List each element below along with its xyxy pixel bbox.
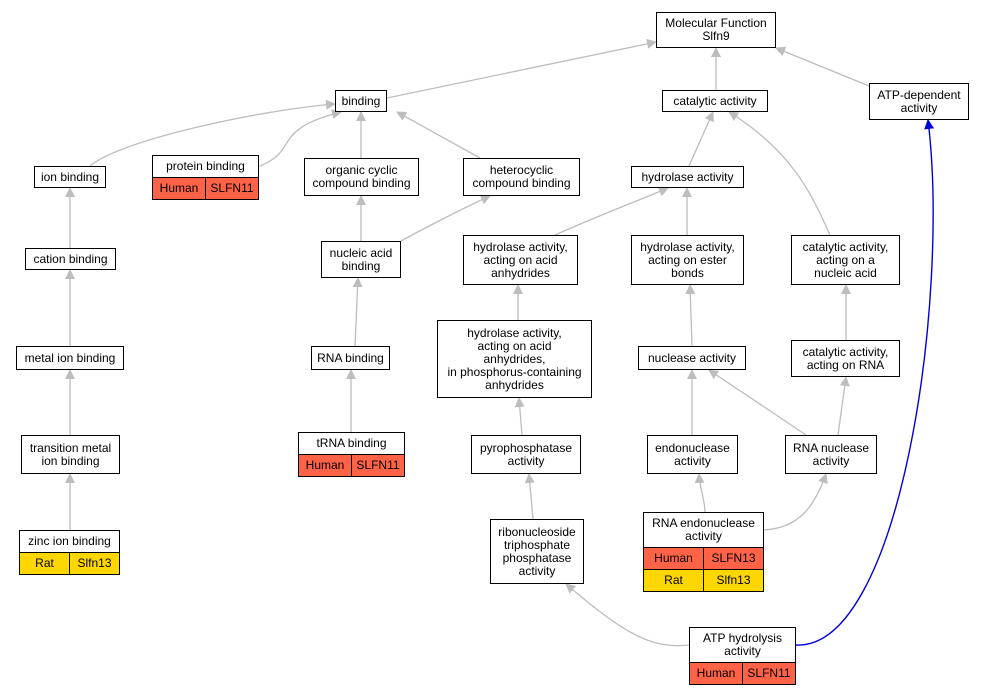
node-rna-binding[interactable]: RNA binding <box>311 346 390 370</box>
node-nucleic-acid-binding[interactable]: nucleic acid binding <box>321 241 401 278</box>
ortholog-gene: SLFN11 <box>351 455 404 476</box>
node-label: catalytic activity <box>673 93 757 108</box>
node-label: zinc ion binding <box>28 534 111 548</box>
edge-rna-nuclease-to-nuclease <box>708 369 807 436</box>
node-label: transition metal ion binding <box>29 440 112 468</box>
node-hydrolase-activity[interactable]: hydrolase activity <box>631 166 744 188</box>
edge-rna-endonuclease-to-rna-nuclease <box>763 473 828 531</box>
node-heterocyclic-compound-binding[interactable]: heterocyclic compound binding <box>463 158 580 196</box>
node-label: pyrophosphatase activity <box>479 440 573 468</box>
ortholog-row-human: Human SLFN11 <box>299 454 404 476</box>
edge-ion-binding-to-binding <box>89 99 336 167</box>
node-label: metal ion binding <box>24 350 116 365</box>
node-label: catalytic activity, acting on a nucleic … <box>802 239 889 280</box>
ortholog-row-human: Human SLFN13 <box>644 547 763 569</box>
ortholog-gene: SLFN11 <box>742 663 795 684</box>
edge-catalytic-nucleic-to-catalytic <box>728 111 831 236</box>
node-molecular-function[interactable]: Molecular Function Slfn9 <box>656 12 776 48</box>
node-label: protein binding <box>166 159 245 173</box>
node-endonuclease-activity[interactable]: endonuclease activity <box>647 435 738 474</box>
node-label: catalytic activity, acting on RNA <box>802 344 889 372</box>
edge-rna-binding-to-nucleic-acid <box>352 277 363 347</box>
node-label: hydrolase activity <box>641 169 734 184</box>
node-metal-ion-binding[interactable]: metal ion binding <box>16 346 124 370</box>
ortholog-species: Human <box>696 666 736 680</box>
edge-pyrophosphatase-to-phosphorus <box>514 397 525 436</box>
ortholog-gene: Slfn13 <box>69 553 119 574</box>
edge-hydrolase-anhydrides-to-hydrolase <box>554 186 669 236</box>
edge-nucleic-acid-to-heterocyclic <box>400 195 491 242</box>
edge-protein-binding-to-binding <box>259 109 342 167</box>
node-pyrophosphatase-activity[interactable]: pyrophosphatase activity <box>471 435 581 474</box>
node-label: organic cyclic compound binding <box>312 163 411 190</box>
node-atp-hydrolysis-activity[interactable]: ATP hydrolysis activity Human SLFN11 <box>689 627 796 685</box>
node-organic-cyclic-compound-binding[interactable]: organic cyclic compound binding <box>304 158 419 196</box>
node-label: tRNA binding <box>316 436 387 450</box>
ortholog-species: Rat <box>35 556 54 570</box>
node-label: RNA binding <box>317 350 384 365</box>
node-label: nuclease activity <box>647 350 737 365</box>
ortholog-species: Human <box>654 551 693 565</box>
node-catalytic-rna[interactable]: catalytic activity, acting on RNA <box>791 340 900 377</box>
node-label: ribonucleoside triphosphate phosphatase … <box>498 524 576 578</box>
node-label: cation binding <box>33 251 108 266</box>
node-hydrolase-phosphorus-anhydrides[interactable]: hydrolase activity, acting on acid anhyd… <box>437 320 592 398</box>
node-label: ATP-dependent activity <box>877 87 961 115</box>
ortholog-species: Rat <box>664 573 683 587</box>
node-label: Molecular Function Slfn9 <box>665 16 767 43</box>
node-ion-binding[interactable]: ion binding <box>34 166 106 188</box>
node-binding[interactable]: binding <box>335 90 387 112</box>
node-hydrolase-acid-anhydrides[interactable]: hydrolase activity, acting on acid anhyd… <box>463 235 578 285</box>
node-label: ATP hydrolysis activity <box>703 631 782 658</box>
node-label: ion binding <box>40 169 100 184</box>
node-label: hydrolase activity, acting on acid anhyd… <box>447 325 582 392</box>
node-label: binding <box>341 93 381 108</box>
node-rna-endonuclease-activity[interactable]: RNA endonuclease activity Human SLFN13 R… <box>643 512 764 592</box>
ortholog-gene: Slfn13 <box>703 570 763 591</box>
edge-rna-nuclease-to-catalytic-rna <box>837 376 850 436</box>
edge-ribonucleoside-to-pyrophosphatase <box>524 473 535 520</box>
node-label: RNA nuclease activity <box>792 440 870 468</box>
ortholog-gene: SLFN11 <box>205 178 258 199</box>
ortholog-species: Human <box>159 181 199 195</box>
node-rna-nuclease-activity[interactable]: RNA nuclease activity <box>785 435 877 474</box>
edge-heterocyclic-to-binding <box>396 111 481 159</box>
node-trna-binding[interactable]: tRNA binding Human SLFN11 <box>298 432 405 477</box>
ortholog-species: Human <box>305 458 345 472</box>
node-label: heterocyclic compound binding <box>472 163 571 190</box>
node-hydrolase-ester-bonds[interactable]: hydrolase activity, acting on ester bond… <box>631 235 744 285</box>
node-label: nucleic acid binding <box>329 245 393 273</box>
node-ribonucleoside-triphosphate-phosphatase[interactable]: ribonucleoside triphosphate phosphatase … <box>490 519 584 584</box>
ortholog-row-rat: Rat Slfn13 <box>644 569 763 591</box>
edge-binding-to-mf <box>386 38 657 99</box>
ortholog-row-rat: Rat Slfn13 <box>20 552 119 574</box>
node-cation-binding[interactable]: cation binding <box>25 248 116 270</box>
ortholog-row-human: Human SLFN11 <box>153 177 258 199</box>
node-label: RNA endonuclease activity <box>652 516 755 543</box>
node-catalytic-activity[interactable]: catalytic activity <box>662 90 768 112</box>
node-nuclease-activity[interactable]: nuclease activity <box>638 346 746 370</box>
edge-nuclease-to-ester <box>685 284 696 347</box>
edge-atp-hydrolysis-to-ribonucleoside <box>565 583 690 647</box>
edge-hydrolase-to-catalytic <box>688 111 714 167</box>
edge-atp-hydrolysis-to-atp-dependent <box>795 119 935 646</box>
ortholog-gene: SLFN13 <box>703 548 763 569</box>
node-label: endonuclease activity <box>655 440 730 468</box>
edge-atp-dependent-to-mf <box>775 46 870 87</box>
node-label: hydrolase activity, acting on ester bond… <box>640 239 735 280</box>
node-protein-binding[interactable]: protein binding Human SLFN11 <box>152 155 259 200</box>
node-transition-metal-ion-binding[interactable]: transition metal ion binding <box>21 435 120 474</box>
node-catalytic-nucleic-acid[interactable]: catalytic activity, acting on a nucleic … <box>791 235 900 285</box>
node-atp-dependent-activity[interactable]: ATP-dependent activity <box>869 83 969 120</box>
edge-rna-endonuclease-to-endonuclease <box>694 473 706 513</box>
node-zinc-ion-binding[interactable]: zinc ion binding Rat Slfn13 <box>19 530 120 575</box>
ortholog-row-human: Human SLFN11 <box>690 662 795 684</box>
node-label: hydrolase activity, acting on acid anhyd… <box>473 239 568 280</box>
